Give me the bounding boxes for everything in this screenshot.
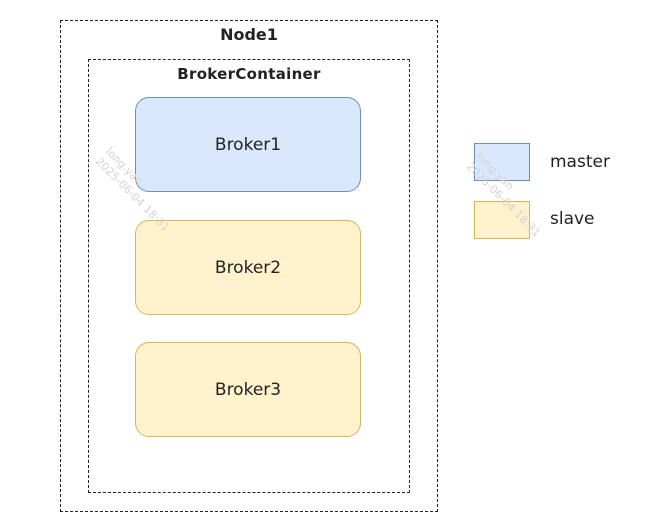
broker1-label: Broker1 bbox=[214, 134, 282, 155]
broker2-label: Broker2 bbox=[214, 257, 282, 278]
container-title: BrokerContainer bbox=[177, 65, 321, 83]
legend-master-label: master bbox=[550, 152, 610, 172]
broker1-node: Broker1 bbox=[135, 97, 361, 192]
node-title: Node1 bbox=[220, 25, 278, 44]
broker3-node: Broker3 bbox=[135, 342, 361, 437]
legend-master-swatch bbox=[474, 143, 530, 181]
legend-slave-swatch bbox=[474, 201, 530, 239]
node-boundary: Node1 bbox=[60, 20, 438, 512]
broker2-node: Broker2 bbox=[135, 220, 361, 315]
broker3-label: Broker3 bbox=[214, 379, 282, 400]
broker-container-boundary: BrokerContainer bbox=[88, 59, 410, 493]
legend-slave-label: slave bbox=[550, 209, 595, 229]
